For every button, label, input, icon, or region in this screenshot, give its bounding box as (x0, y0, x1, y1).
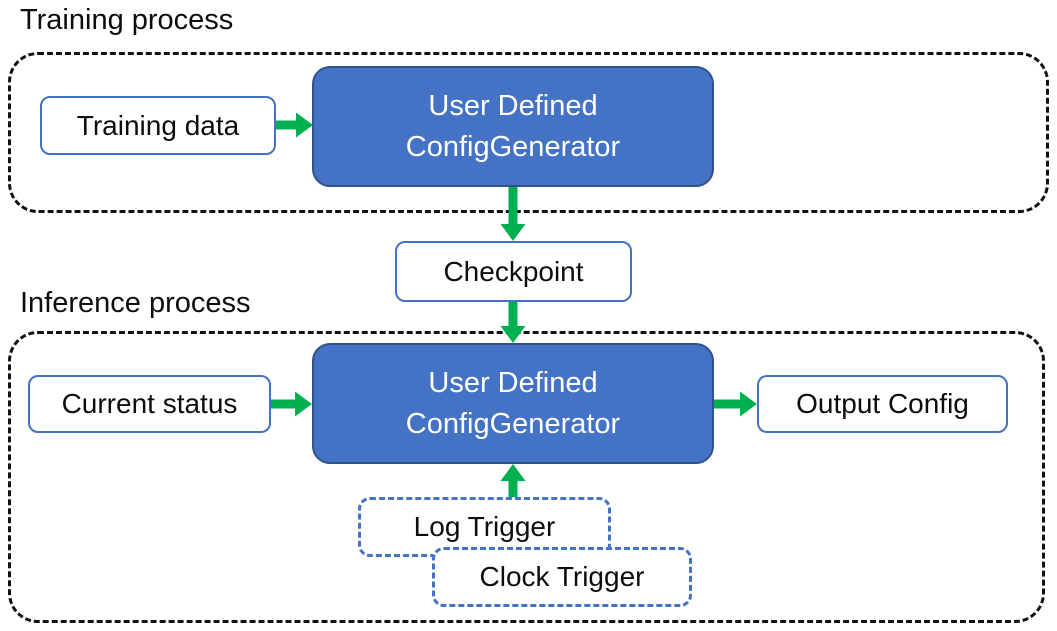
inference-generator-label-line2: ConfigGenerator (405, 407, 621, 440)
output-config-label: Output Config (796, 388, 969, 419)
current-status-node: Current status (28, 375, 271, 433)
arrow-current-status-to-generator-icon (271, 391, 312, 417)
training-data-node: Training data (40, 96, 276, 155)
inference-config-generator-node: User Defined ConfigGenerator (312, 343, 714, 464)
output-config-node: Output Config (757, 375, 1008, 433)
training-process-container (8, 52, 1049, 213)
current-status-label: Current status (61, 388, 238, 419)
clock-trigger-label: Clock Trigger (479, 561, 645, 592)
inference-generator-label-line1: User Defined (428, 366, 598, 399)
training-generator-label-line2: ConfigGenerator (405, 130, 621, 163)
arrow-training-data-to-generator-icon (276, 112, 313, 138)
arrow-generator-to-output-config-icon (714, 391, 757, 417)
inference-process-container (8, 331, 1045, 623)
training-data-label: Training data (76, 109, 240, 141)
log-trigger-label: Log Trigger (413, 511, 556, 542)
inference-process-title: Inference process (20, 287, 251, 319)
training-process-title: Training process (20, 4, 234, 36)
arrow-log-trigger-to-generator-icon (500, 464, 526, 497)
training-config-generator-node: User Defined ConfigGenerator (312, 66, 714, 187)
checkpoint-node: Checkpoint (395, 241, 632, 302)
arrow-generator-to-checkpoint-icon (500, 187, 526, 241)
training-generator-label-line1: User Defined (428, 89, 598, 122)
arrow-checkpoint-to-generator-icon (500, 302, 526, 343)
checkpoint-label: Checkpoint (443, 255, 584, 287)
clock-trigger-node: Clock Trigger (432, 547, 692, 607)
